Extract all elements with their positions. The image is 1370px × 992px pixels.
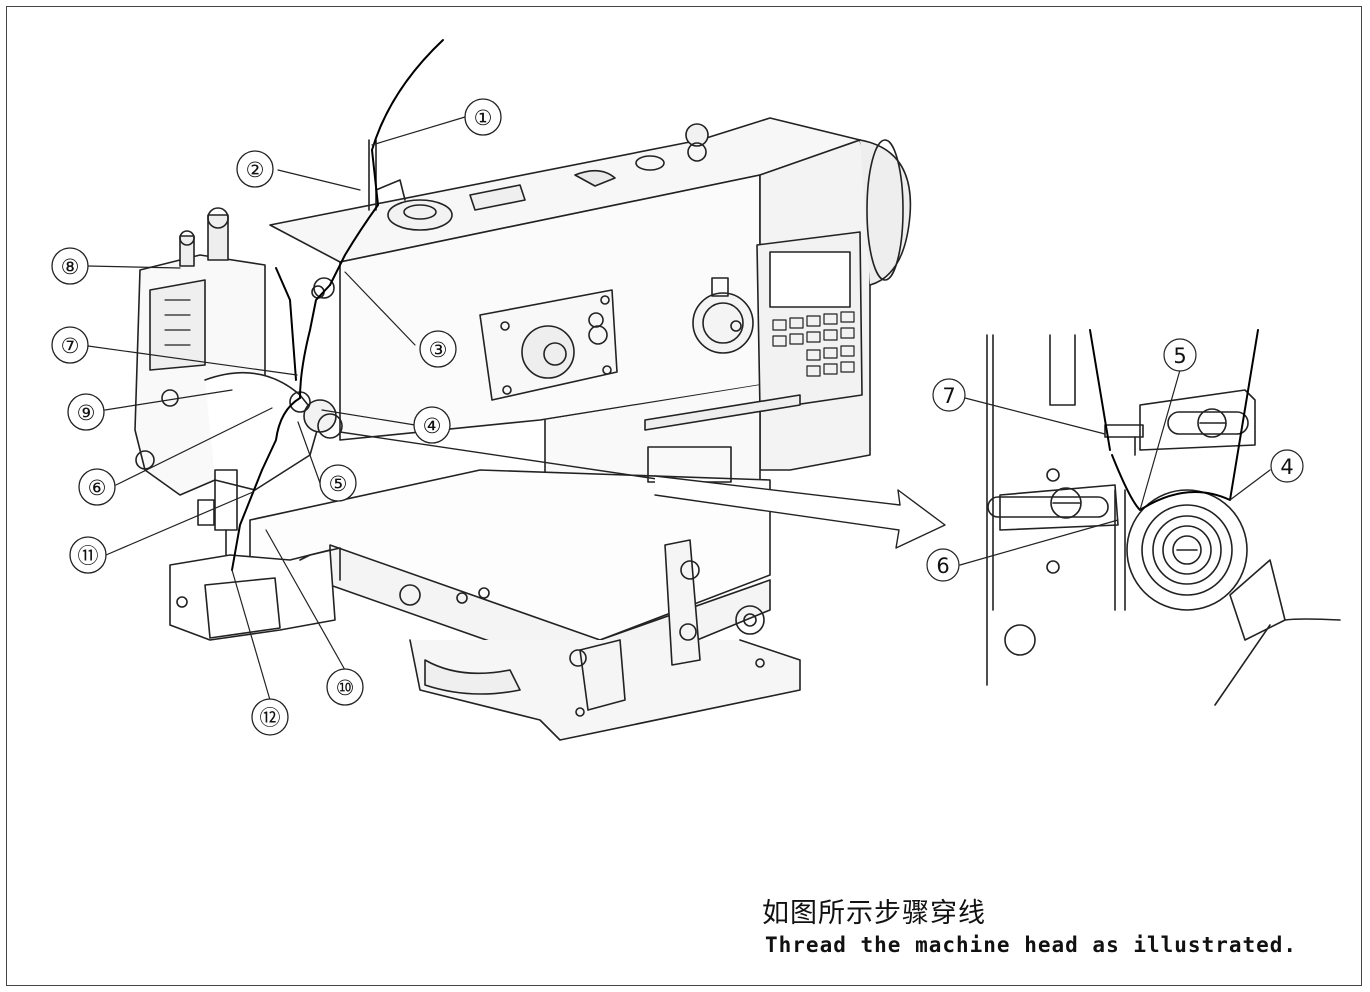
- tension-detail-view: [986, 329, 1341, 706]
- callout-9: ⑨: [77, 401, 96, 425]
- detail-callout-labels: 7 5 4 6: [936, 344, 1293, 578]
- callout-12: ⑫: [260, 706, 281, 730]
- main-callout-labels: ① ② ③ ④ ⑤ ⑥ ⑦ ⑧ ⑨ ⑩ ⑪ ⑫: [61, 106, 493, 730]
- callout-10: ⑩: [336, 676, 355, 700]
- callout-3: ③: [429, 338, 448, 362]
- callout-5: ⑤: [329, 472, 348, 496]
- caption-english: Thread the machine head as illustrated.: [765, 933, 1298, 957]
- callout-8: ⑧: [61, 255, 80, 279]
- detail-callout-7: 7: [942, 384, 955, 408]
- detail-callout-6: 6: [936, 554, 949, 578]
- callout-1: ①: [474, 106, 493, 130]
- caption-chinese: 如图所示步骤穿线: [762, 898, 986, 929]
- detail-callout-5: 5: [1173, 344, 1186, 368]
- machine-body: [134, 117, 912, 741]
- main-callouts: [87, 116, 946, 701]
- detail-callout-4: 4: [1280, 455, 1293, 479]
- diagram-frame: [6, 6, 1362, 986]
- callout-7: ⑦: [61, 334, 80, 358]
- callout-6: ⑥: [88, 476, 107, 500]
- main-callout-circles: [51, 98, 502, 736]
- callout-2: ②: [246, 158, 265, 182]
- callout-4: ④: [423, 414, 442, 438]
- thread-path: [231, 39, 444, 571]
- detail-callouts: [926, 338, 1304, 582]
- callout-11: ⑪: [78, 544, 99, 568]
